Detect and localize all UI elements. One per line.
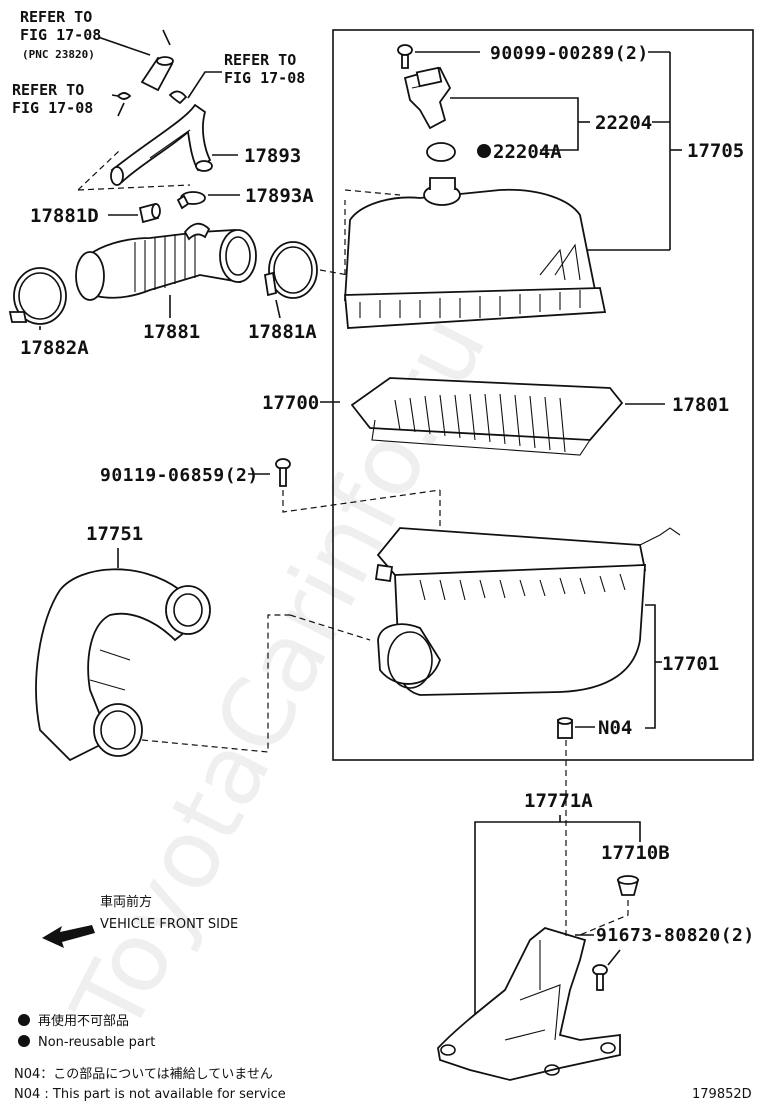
ref-right-line2: FIG 17-08	[224, 69, 305, 87]
clamp-17893a-drawing	[176, 191, 206, 210]
ventilation-hose-17893-drawing	[110, 103, 213, 186]
intake-hose-17881-drawing	[75, 222, 257, 301]
part-17881: 17881	[143, 321, 200, 343]
part-17801: 17801	[672, 394, 729, 416]
bolt-90119-drawing	[275, 458, 291, 487]
small-clip-drawing	[111, 92, 132, 117]
direction-jp: 車両前方	[100, 894, 152, 910]
airflow-meter-22204-drawing	[403, 66, 452, 130]
nonreusable-marker-22204a	[477, 144, 491, 158]
nonreusable-dot-icon	[18, 1014, 30, 1026]
air-filter-17801-drawing	[350, 377, 624, 456]
part-17893: 17893	[244, 145, 301, 167]
nonreusable-dot-icon-2	[18, 1035, 30, 1047]
legend-n04-en: N04 : This part is not available for ser…	[14, 1087, 286, 1102]
legend-n04-jp: N04：この部品については補給していません	[14, 1067, 273, 1082]
lower-housing-17701-drawing	[374, 527, 681, 696]
assembly-box	[332, 29, 754, 761]
part-17881d: 17881D	[30, 205, 99, 227]
gasket-22204a-drawing	[426, 142, 456, 162]
hose-stub-drawing	[140, 29, 174, 92]
inlet-duct-17751-drawing	[35, 568, 211, 762]
ref-top-left-pnc: (PNC 23820)	[22, 48, 95, 61]
bolt-90099-drawing	[397, 44, 413, 69]
part-17701: 17701	[662, 653, 719, 675]
part-17705: 17705	[687, 140, 744, 162]
part-17700: 17700	[262, 392, 319, 414]
part-17751: 17751	[86, 523, 143, 545]
grommet-n04-drawing	[557, 717, 573, 739]
hose-clamp-top-drawing	[168, 90, 188, 105]
part-22204: 22204	[595, 112, 652, 134]
legend-nonreusable-jp: 再使用不可部品	[38, 1013, 129, 1029]
upper-housing-17705-drawing	[344, 177, 607, 329]
part-n04: N04	[598, 717, 632, 739]
ref-top-left-line1: REFER TO	[20, 8, 92, 26]
ref-mid-left-line1: REFER TO	[12, 81, 84, 99]
part-90099-00289: 90099-00289(2)	[490, 43, 649, 64]
part-17882a: 17882A	[20, 337, 89, 359]
part-91673-80820: 91673-80820(2)	[596, 925, 755, 946]
clamp-17882a-drawing	[8, 267, 67, 325]
ref-top-left-line2: FIG 17-08	[20, 26, 101, 44]
direction-en: VEHICLE FRONT SIDE	[100, 917, 238, 932]
part-17710b: 17710B	[601, 842, 670, 864]
part-17881a: 17881A	[248, 321, 317, 343]
clamp-17881a-drawing	[263, 241, 318, 299]
clip-17710b-drawing	[616, 875, 640, 896]
part-90119-06859: 90119-06859(2)	[100, 465, 259, 486]
bolt-91673-drawing	[592, 949, 621, 991]
bracket-17771a-drawing	[437, 800, 621, 1081]
front-direction-arrow-icon	[42, 925, 95, 948]
part-17893a: 17893A	[245, 185, 314, 207]
fitting-17881d-drawing	[138, 202, 161, 224]
part-22204a: 22204A	[493, 141, 562, 163]
figure-id: 179852D	[692, 1087, 752, 1102]
ref-right-line1: REFER TO	[224, 51, 296, 69]
ref-mid-left-line2: FIG 17-08	[12, 99, 93, 117]
legend-nonreusable-en: Non-reusable part	[38, 1035, 155, 1050]
part-17771a: 17771A	[524, 790, 593, 812]
